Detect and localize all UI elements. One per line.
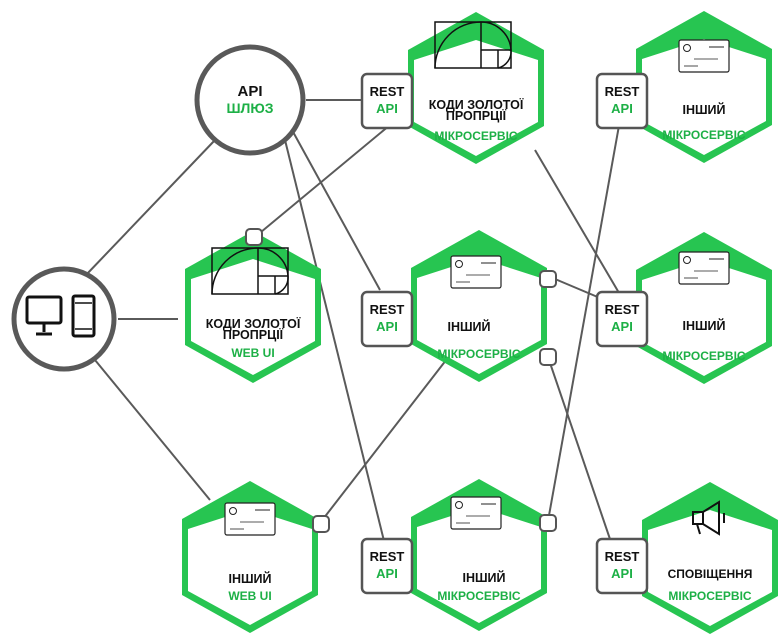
rest-label: REST bbox=[370, 84, 405, 99]
phone-icon bbox=[71, 294, 96, 338]
hex-other-webui[interactable]: ІНШИЙ WEB UI bbox=[182, 481, 318, 633]
connector-knob bbox=[539, 348, 557, 366]
hex-subtitle: WEB UI bbox=[231, 346, 274, 360]
hex-title: ІНШИЙ bbox=[682, 102, 725, 117]
hex-title-line2: ПРОПРЦІЇ bbox=[446, 108, 507, 123]
hex-golden-service[interactable]: КОДИ ЗОЛОТОЇ ПРОПРЦІЇ МІКРОСЕРВІС bbox=[408, 12, 544, 164]
hex-title: ІНШИЙ bbox=[447, 319, 490, 334]
rest-label: REST bbox=[605, 549, 640, 564]
line-center-other-webui bbox=[319, 354, 451, 524]
card-icon bbox=[450, 255, 502, 289]
client-devices[interactable] bbox=[11, 266, 117, 372]
api-label: API bbox=[611, 566, 633, 581]
connector-knob bbox=[539, 270, 557, 288]
rest-label: REST bbox=[605, 302, 640, 317]
line-client-gateway bbox=[85, 139, 216, 276]
connection-lines bbox=[85, 99, 623, 546]
hex-title-line1: КОДИ ЗОЛОТОЇ bbox=[206, 316, 301, 331]
hex-subtitle: МІКРОСЕРВІС bbox=[662, 349, 746, 363]
hex-subtitle: МІКРОСЕРВІС bbox=[437, 347, 521, 361]
api-label: API bbox=[611, 101, 633, 116]
hex-other-service-bottom[interactable]: ІНШИЙ МІКРОСЕРВІС bbox=[411, 479, 547, 631]
line-center-rest-right bbox=[554, 278, 601, 299]
gateway-title: API bbox=[237, 83, 262, 100]
line-gateway-rest-bottom bbox=[284, 139, 386, 546]
api-label: API bbox=[376, 101, 398, 116]
hex-golden-webui[interactable]: КОДИ ЗОЛОТОЇ ПРОПРЦІЇ WEB UI bbox=[185, 231, 321, 383]
hex-subtitle: WEB UI bbox=[228, 589, 271, 603]
api-label: API bbox=[376, 319, 398, 334]
hex-title: СПОВІЩЕННЯ bbox=[668, 567, 753, 581]
rest-badge-bottom[interactable]: REST API bbox=[360, 537, 414, 595]
hex-subtitle: МІКРОСЕРВІС bbox=[434, 129, 518, 143]
line-client-other-webui bbox=[94, 359, 211, 501]
hex-title: ІНШИЙ bbox=[682, 318, 725, 333]
connector-knob bbox=[539, 514, 557, 532]
hex-title: ІНШИЙ bbox=[462, 570, 505, 585]
hex-other-service-center[interactable]: ІНШИЙ МІКРОСЕРВІС bbox=[411, 230, 547, 382]
hex-subtitle: МІКРОСЕРВІС bbox=[668, 589, 752, 603]
rest-label: REST bbox=[370, 302, 405, 317]
hex-title-line1: КОДИ ЗОЛОТОЇ bbox=[429, 97, 524, 112]
line-gateway-rest-center bbox=[291, 129, 381, 291]
card-icon bbox=[678, 39, 730, 73]
rest-badge-mid-right[interactable]: REST API bbox=[595, 290, 649, 348]
line-golden-service-rest bbox=[534, 149, 623, 299]
rest-badge-top-right[interactable]: REST API bbox=[595, 72, 649, 130]
line-rest-golden-webui bbox=[254, 124, 391, 238]
line-rest-top-bottom-service bbox=[547, 119, 621, 522]
hex-title: ІНШИЙ bbox=[228, 571, 271, 586]
card-icon bbox=[678, 251, 730, 285]
rest-badge-gateway[interactable]: REST API bbox=[360, 72, 414, 130]
hex-other-service-mid-right[interactable]: ІНШИЙ МІКРОСЕРВІС bbox=[636, 232, 772, 384]
desktop-icon bbox=[25, 295, 63, 336]
line-center-notifications-rest bbox=[547, 356, 613, 546]
rest-badge-notifications[interactable]: REST API bbox=[595, 537, 649, 595]
rest-label: REST bbox=[605, 84, 640, 99]
api-label: API bbox=[611, 319, 633, 334]
hex-other-service-top-right[interactable]: ІНШИЙ МІКРОСЕРВІС bbox=[636, 11, 772, 163]
gateway-subtitle: ШЛЮЗ bbox=[226, 100, 273, 116]
hex-subtitle: МІКРОСЕРВІС bbox=[662, 128, 746, 142]
api-gateway[interactable]: API ШЛЮЗ bbox=[194, 44, 306, 156]
api-label: API bbox=[376, 566, 398, 581]
card-icon bbox=[450, 496, 502, 530]
megaphone-icon bbox=[692, 500, 725, 536]
hex-title-line2: ПРОПРЦІЇ bbox=[223, 327, 284, 342]
rest-badge-center[interactable]: REST API bbox=[360, 290, 414, 348]
connector-knob bbox=[312, 515, 330, 533]
card-icon bbox=[224, 502, 276, 536]
rest-label: REST bbox=[370, 549, 405, 564]
hex-notifications[interactable]: СПОВІЩЕННЯ МІКРОСЕРВІС bbox=[642, 482, 778, 634]
hex-subtitle: МІКРОСЕРВІС bbox=[437, 589, 521, 603]
connector-knobs bbox=[245, 228, 557, 533]
connector-knob bbox=[245, 228, 263, 246]
